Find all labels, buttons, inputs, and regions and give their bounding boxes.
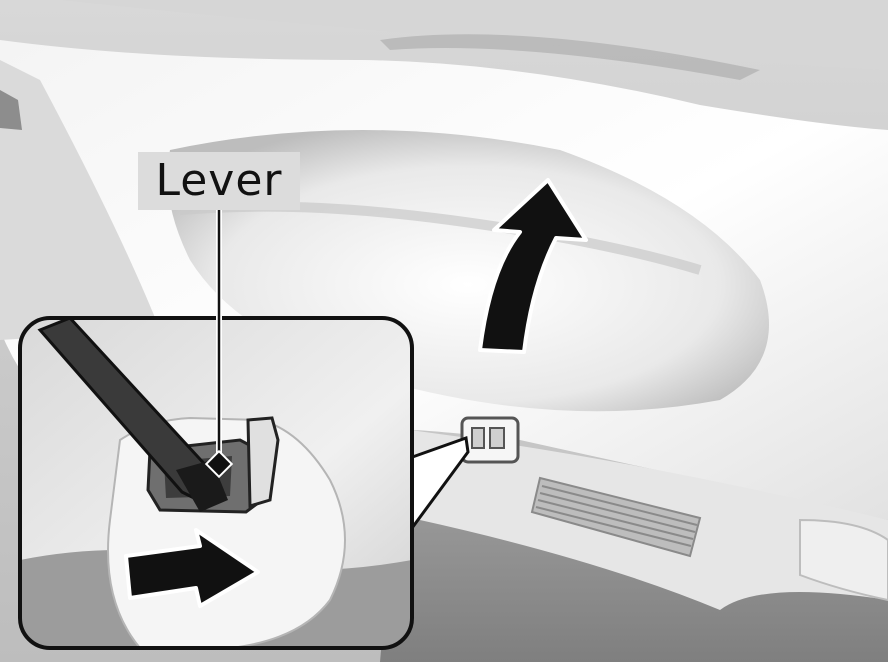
- leader-endpoint-icon: [204, 449, 234, 479]
- callout-leader: [204, 210, 234, 479]
- vent-grille: [530, 476, 702, 558]
- detail-inset: [18, 316, 414, 650]
- curved-up-arrow-icon: [478, 178, 588, 354]
- left-pillar: [0, 60, 160, 340]
- upper-seam: [380, 34, 760, 80]
- panel-latch: [460, 416, 520, 464]
- lever-label: Lever: [138, 152, 300, 210]
- right-arrow-icon: [124, 528, 260, 608]
